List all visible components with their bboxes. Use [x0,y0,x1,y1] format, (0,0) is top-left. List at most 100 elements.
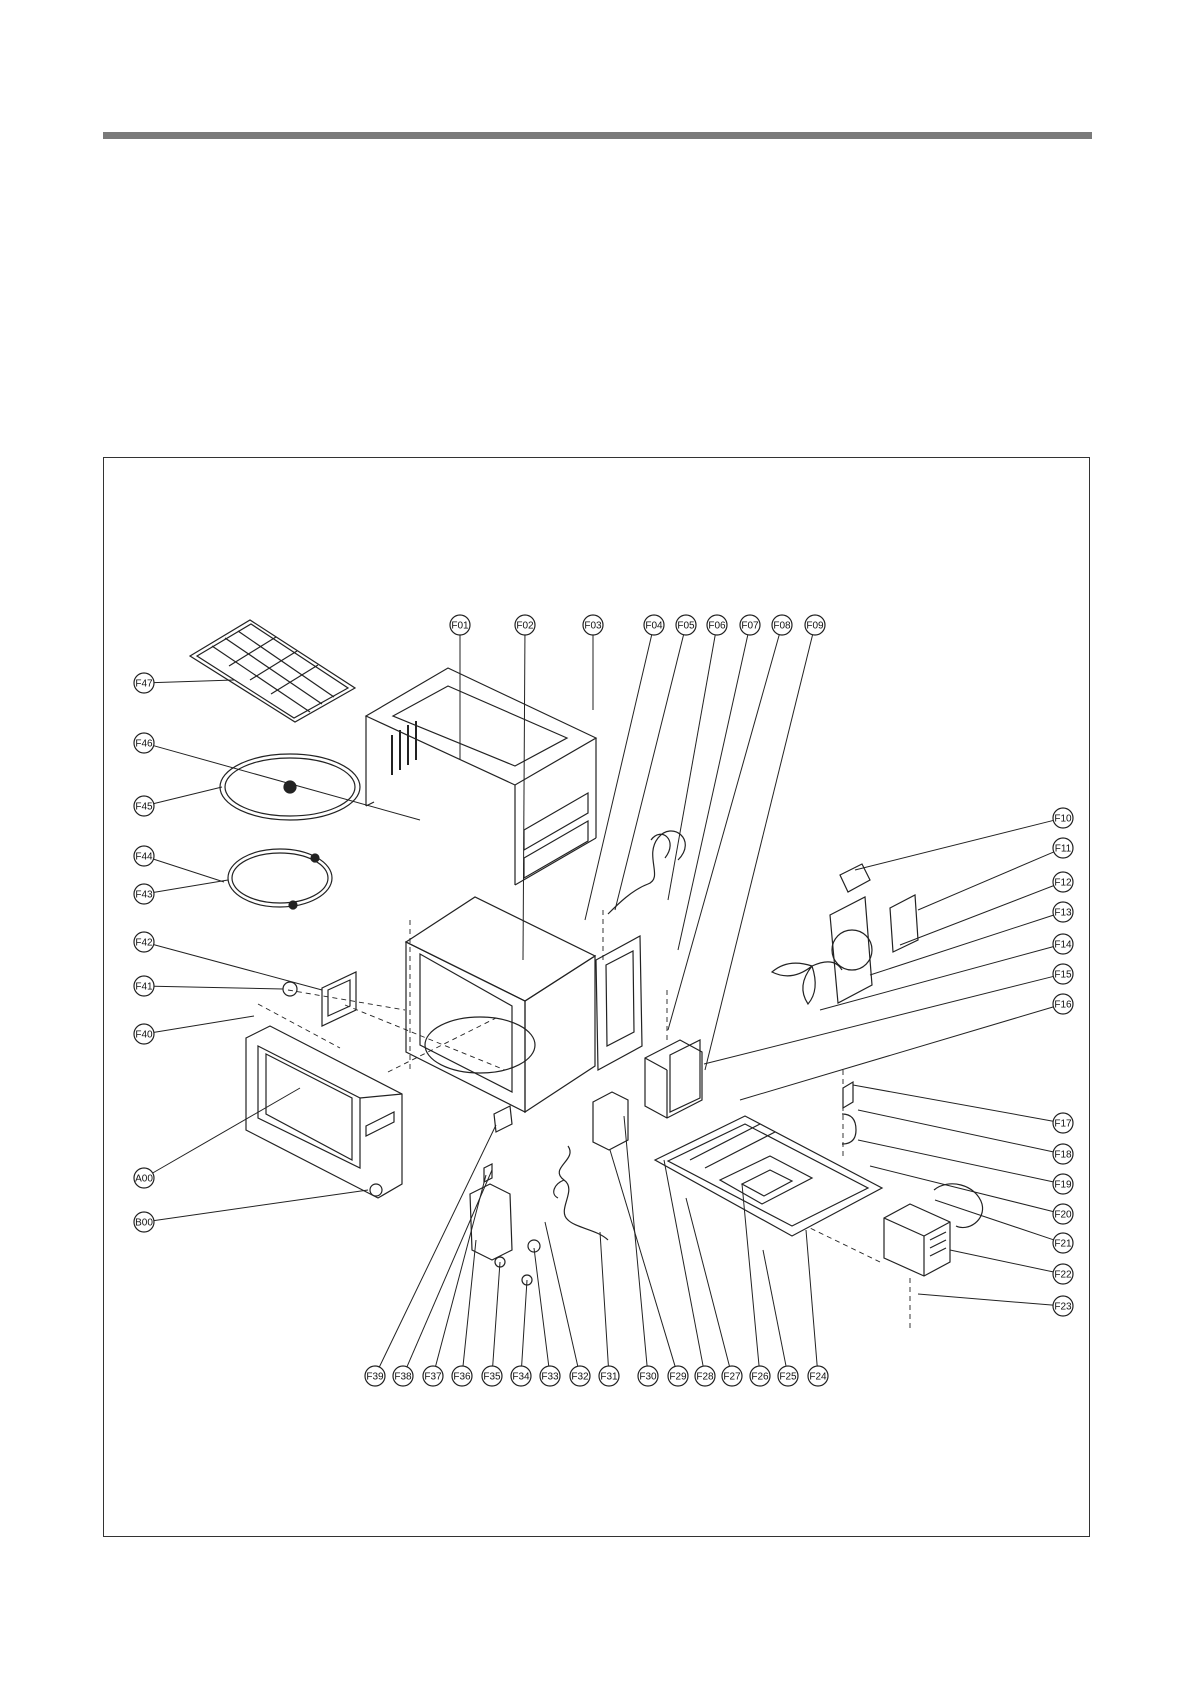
callout-label-f22: F22 [1054,1270,1072,1281]
callout-label-f11: F11 [1055,844,1072,855]
high-voltage-capacitor-drawing [593,1092,628,1150]
leader-line-f21 [935,1200,1054,1240]
leader-line-f25 [763,1250,786,1366]
leader-line-f34 [522,1280,527,1366]
callout-label-f01: F01 [451,621,469,632]
oven-cavity-drawing [406,897,642,1112]
leader-line-f46 [154,746,420,820]
leader-line-f31 [600,1232,608,1366]
callout-label-f27: F27 [723,1372,741,1383]
callout-label-f29: F29 [669,1372,687,1383]
callout-label-f34: F34 [512,1372,530,1383]
door-drawing [246,1026,402,1198]
callout-label-f46: F46 [135,739,153,750]
leader-line-f40 [154,1016,254,1032]
callout-label-f45: F45 [135,802,153,813]
callout-label-f02: F02 [516,621,534,632]
callout-label-f35: F35 [483,1372,501,1383]
magnetron-drawing [645,1040,702,1118]
callout-label-f15: F15 [1054,970,1072,981]
callout-label-f06: F06 [708,621,726,632]
callout-label-f08: F08 [773,621,791,632]
callout-label-f03: F03 [584,621,602,632]
leader-line-f29 [610,1150,675,1366]
leader-line-f35 [493,1262,500,1366]
power-cord-drawing [608,831,685,914]
callout-label-f07: F07 [741,621,759,632]
leader-line-f23 [918,1294,1053,1305]
callout-label-f13: F13 [1054,908,1072,919]
leader-line-f08 [668,635,779,1030]
callout-label-f42: F42 [135,938,153,949]
leader-line-f04 [585,635,652,920]
leader-line-f27 [686,1198,729,1366]
callout-label-f39: F39 [366,1372,384,1383]
callout-label-f25: F25 [779,1372,797,1383]
callout-label-f18: F18 [1054,1150,1072,1161]
parts-drawing [190,620,983,1330]
callout-label-f20: F20 [1054,1210,1072,1221]
leader-line-f42 [154,945,322,990]
callout-label-f37: F37 [424,1372,442,1383]
hv-wire-drawing [934,1184,983,1228]
leader-line-f30 [624,1116,647,1366]
callout-label-f14: F14 [1054,940,1072,951]
leader-line-f28 [664,1160,703,1366]
leader-line-f07 [678,635,748,950]
fan-duct-drawing [830,897,872,1003]
callout-label-f24: F24 [809,1372,827,1383]
leader-line-b00 [154,1190,368,1221]
callout-label-f05: F05 [677,621,695,632]
callout-label-f47: F47 [135,679,153,690]
leader-line-f13 [870,915,1053,975]
leader-line-f06 [668,635,715,900]
base-plate-drawing [655,1116,882,1236]
leader-line-f37 [436,1175,486,1366]
leader-line-f45 [154,787,222,804]
leader-line-f14 [820,947,1053,1010]
leader-line-f09 [705,635,813,1070]
callout-label-f41: F41 [135,982,153,993]
callout-label-f09: F09 [806,621,824,632]
callout-label-f33: F33 [541,1372,559,1383]
leader-line-f32 [545,1222,578,1366]
callout-label-f28: F28 [696,1372,714,1383]
callout-label-f10: F10 [1054,814,1072,825]
leader-line-f36 [463,1240,476,1366]
callout-label-f44: F44 [135,852,153,863]
waveguide-cover-drawing [322,972,356,1026]
fan-blade-drawing [772,962,842,1004]
wire-rack-drawing [190,620,355,722]
leader-line-f12 [900,886,1054,945]
leader-line-f33 [534,1248,549,1366]
callout-layer: F01F02F03F04F05F06F07F08F09F10F11F12F13F… [134,615,1073,1386]
leader-line-f43 [154,880,228,892]
latch-board-drawing [470,1184,512,1260]
thermostat-drawing [840,864,870,892]
callout-label-f16: F16 [1054,1000,1072,1011]
callout-label-f43: F43 [135,890,153,901]
leader-line-f22 [950,1250,1053,1272]
callout-label-f30: F30 [639,1372,657,1383]
leader-line-f20 [870,1166,1053,1212]
callout-label-f31: F31 [600,1372,618,1383]
callout-label-f17: F17 [1054,1119,1072,1130]
callout-label-f04: F04 [645,621,663,632]
callout-label-f12: F12 [1054,878,1072,889]
leader-line-f24 [806,1230,817,1366]
callout-label-f21: F21 [1054,1239,1072,1250]
wire-harness-drawing [554,1146,608,1240]
leader-line-f39 [379,1125,496,1367]
leader-line-a00 [153,1088,300,1173]
leader-line-f16 [740,1007,1053,1100]
leader-line-f41 [154,986,283,989]
transformer-drawing [884,1204,950,1276]
leader-line-f47 [154,680,234,683]
leader-line-f44 [154,859,224,882]
callout-label-f40: F40 [135,1030,153,1041]
leader-line-f11 [918,852,1054,910]
callout-label-a00: A00 [135,1174,153,1185]
coupler-drawing [283,982,297,996]
leader-line-f10 [855,820,1053,870]
turntable-motor-drawing [494,1106,512,1132]
